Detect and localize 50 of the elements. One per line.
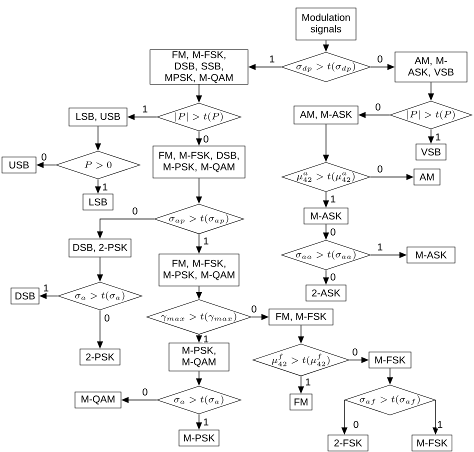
result-box: LSB, USB [68, 108, 128, 126]
result-box: FM, M-FSK, DSB, M-PSK, M-QAM [152, 146, 246, 178]
result-box: 2-FSK [328, 434, 368, 452]
result-box: DSB, 2-PSK [68, 238, 132, 258]
result-box: 2-ASK [306, 284, 346, 302]
result-box: VSB [416, 144, 446, 160]
result-box: FM, M-FSK [268, 308, 334, 326]
edge-label: 0 [40, 152, 48, 162]
edge-label: 0 [374, 102, 382, 112]
edge-label: 0 [202, 134, 210, 144]
result-box: AM, M-ASK [294, 106, 358, 124]
edge-label: 1 [142, 104, 148, 114]
edge-label: 1 [42, 284, 50, 292]
result-box: LSB [82, 194, 114, 210]
result-box: Modulation signals [296, 8, 356, 40]
edge-label: 1 [376, 242, 384, 252]
edge-label: 1 [202, 418, 210, 426]
result-box: AM [414, 168, 440, 186]
result-box: M-FSK [368, 352, 412, 368]
result-box: M-PSK [178, 430, 220, 446]
edge-label: 0 [376, 54, 384, 64]
edge-label: 1 [330, 194, 336, 204]
edge-label: 1 [436, 420, 444, 429]
edge-label: 1 [202, 334, 210, 344]
result-box: FM, M-FSK, M-PSK, M-QAM [158, 254, 240, 286]
edge-label: 1 [434, 132, 442, 142]
edge-label: 0 [330, 272, 336, 282]
result-box: USB [2, 156, 36, 174]
edge-label: 0 [142, 388, 148, 396]
edge-label: 0 [352, 348, 358, 356]
edge-label: 1 [202, 236, 210, 246]
result-box: M-QAM [74, 392, 122, 408]
result-box: M-PSK, M-QAM [168, 342, 230, 372]
edge-label: 1 [102, 182, 108, 192]
result-box: AM, M-ASK, VSB [394, 52, 468, 82]
edge-label: 0 [250, 304, 258, 314]
result-box: M-ASK [406, 246, 456, 264]
result-box: M-FSK [412, 434, 452, 452]
result-box: DSB [10, 288, 40, 304]
edge-label: 1 [304, 378, 312, 386]
edge-label: 0 [132, 206, 138, 216]
edge-label: 0 [330, 228, 336, 236]
result-box: FM, M-FSK, DSB, SSB, MPSK, M-QAM [150, 50, 248, 84]
edge-label: 0 [104, 314, 110, 322]
result-box: 2-PSK [80, 348, 120, 366]
edge-label: 1 [268, 54, 276, 64]
result-box: FM [290, 394, 312, 410]
result-box: M-ASK [304, 208, 348, 224]
edge-label: 0 [352, 420, 360, 429]
edge-label: 0 [376, 164, 384, 174]
